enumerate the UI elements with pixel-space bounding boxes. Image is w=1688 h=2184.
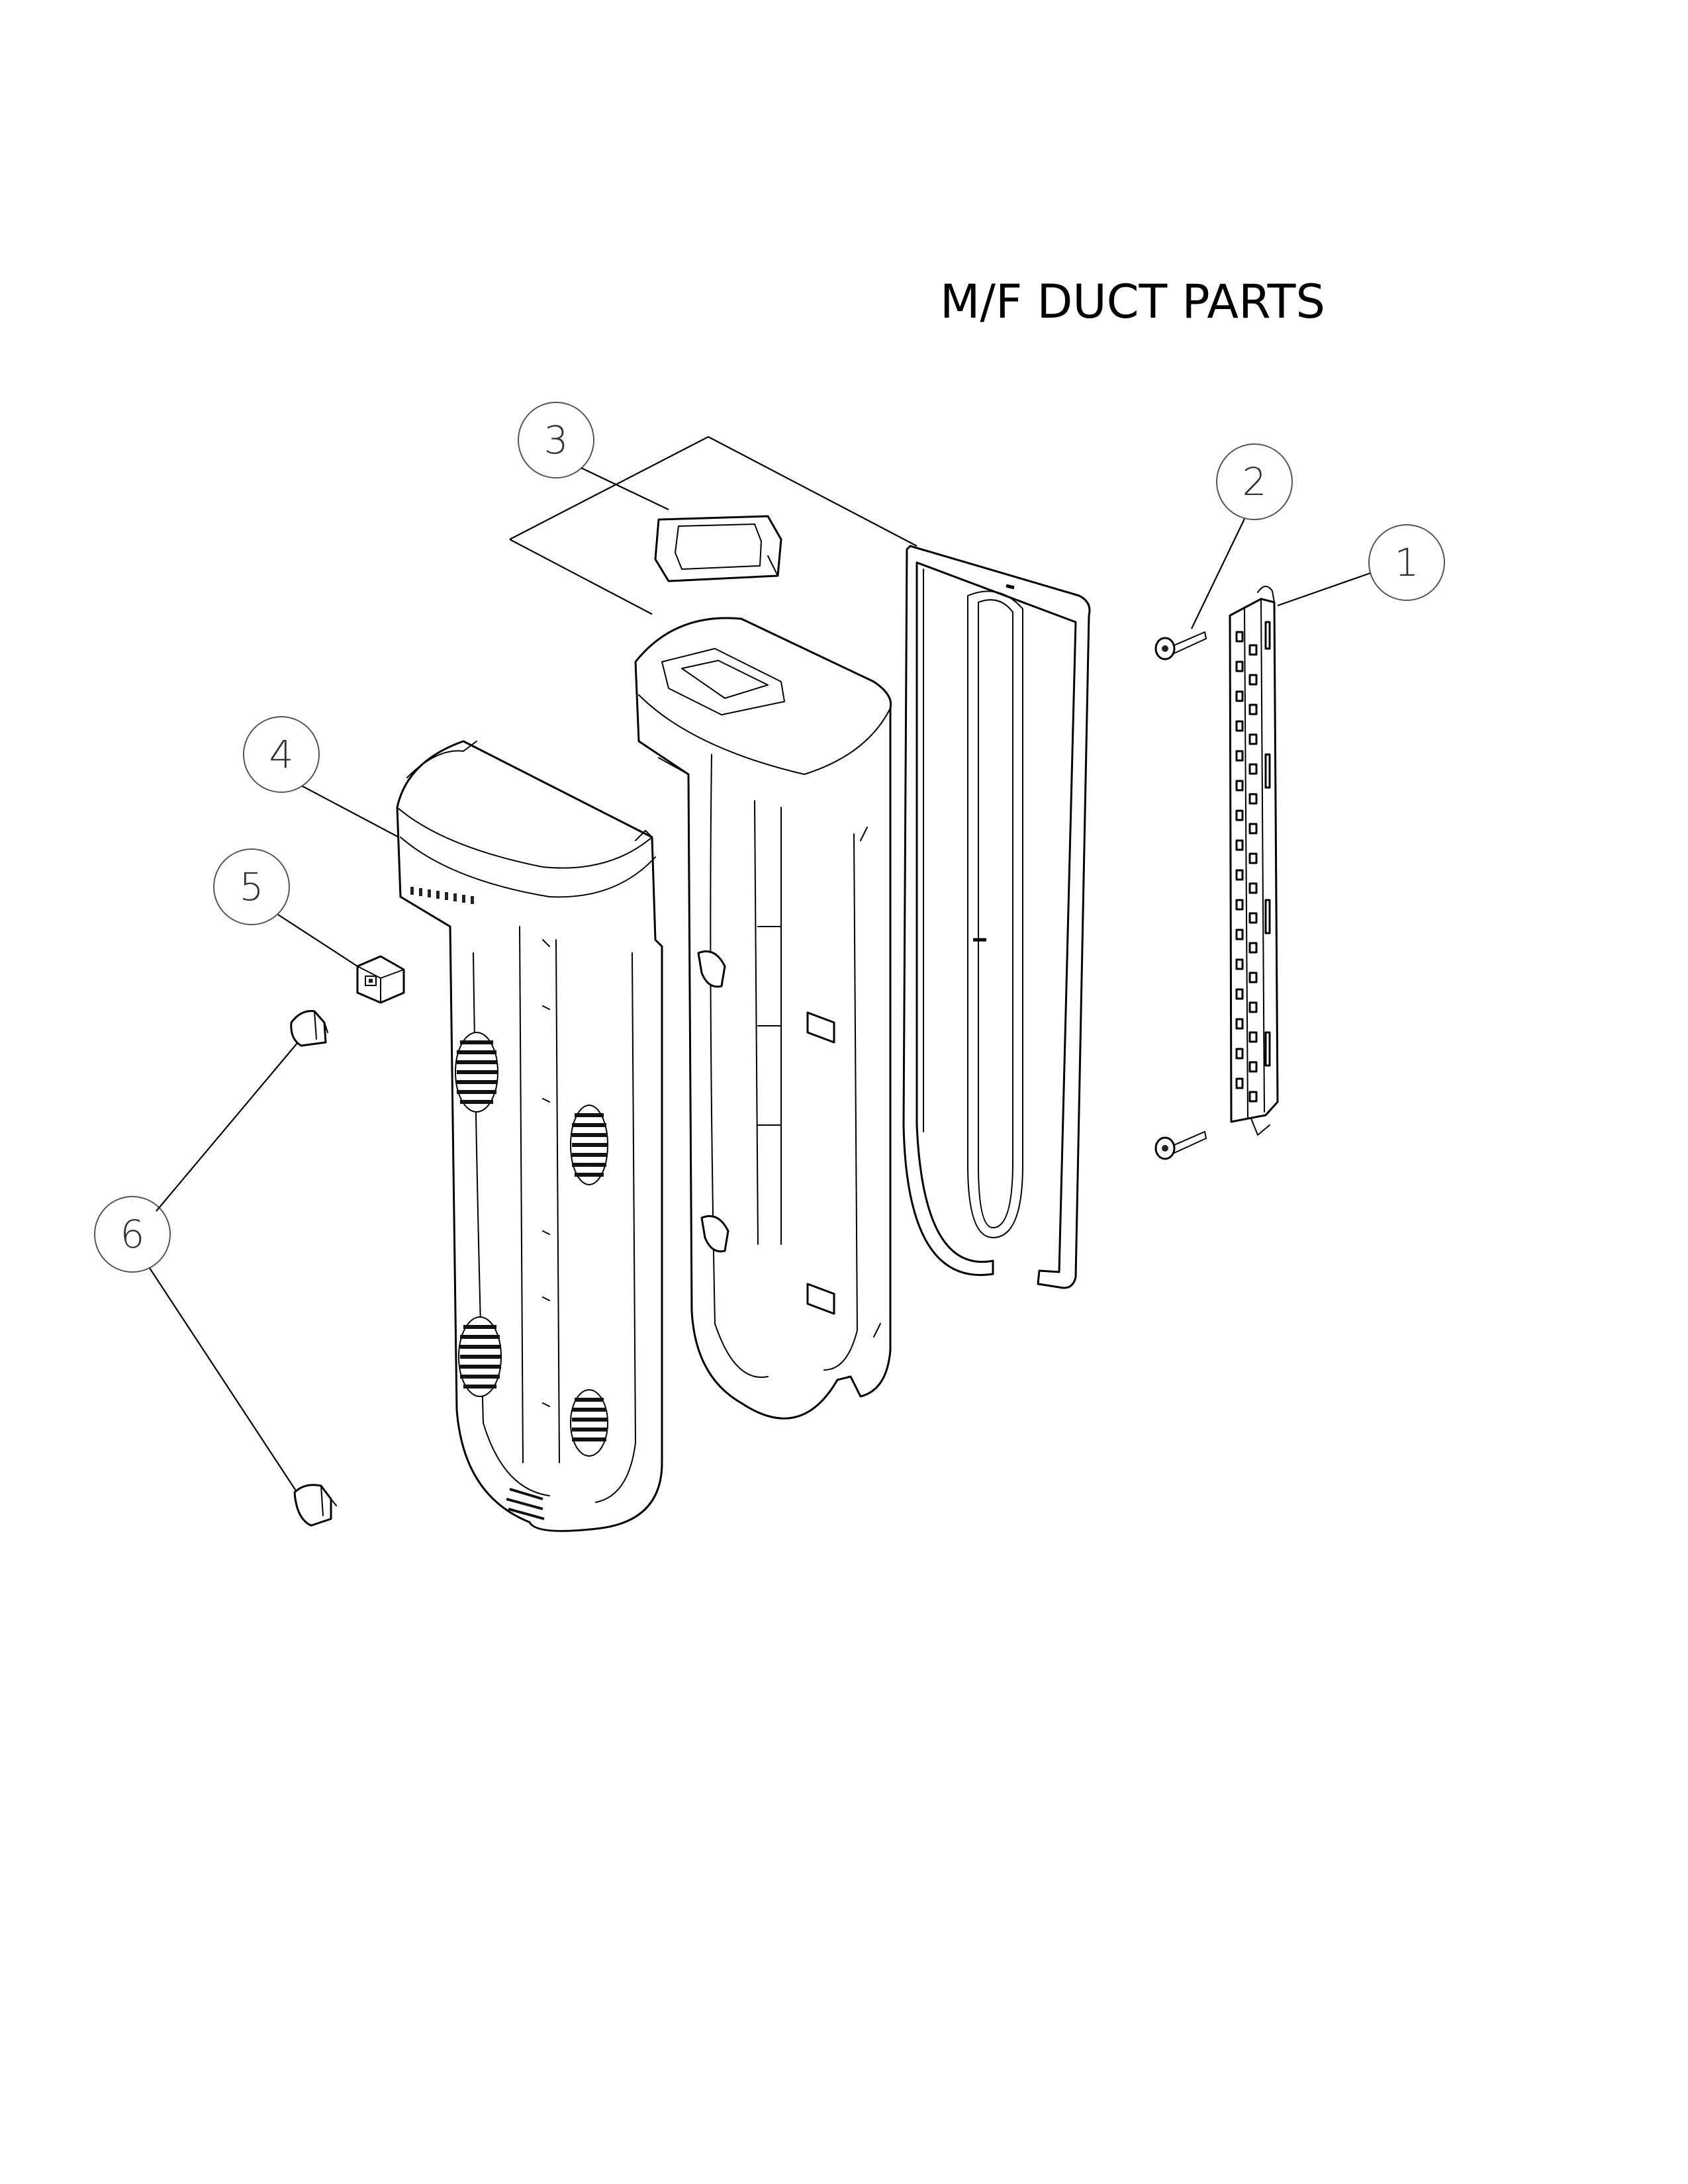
callout-2-label: 2 xyxy=(1243,459,1267,504)
part-6-cap-top xyxy=(290,1010,328,1047)
page-title: M/F DUCT PARTS xyxy=(940,275,1325,329)
callout-1-label: 1 xyxy=(1395,540,1419,585)
callout-6-label: 6 xyxy=(120,1212,145,1257)
callout-6: 6 xyxy=(94,1196,171,1273)
inner-duct xyxy=(634,617,892,1420)
part-1-slotted-rail xyxy=(1229,586,1279,1136)
front-cover-grille-top-left xyxy=(455,1032,498,1113)
callout-4-label: 4 xyxy=(269,732,294,777)
front-cover-vent-slots xyxy=(410,887,474,904)
callout-5: 5 xyxy=(213,848,290,925)
callout-3-label: 3 xyxy=(544,418,569,463)
callout-4: 4 xyxy=(243,716,320,793)
part-5-clip xyxy=(356,955,405,1004)
callout-1: 1 xyxy=(1368,524,1445,601)
callout-2: 2 xyxy=(1216,443,1293,520)
part-6-cap-bottom xyxy=(293,1484,337,1527)
rail-slots xyxy=(1235,621,1271,1103)
part-4-front-cover xyxy=(396,740,663,1532)
part-2-screw-bottom xyxy=(1154,1131,1207,1160)
front-cover-grille-bottom-left xyxy=(458,1316,502,1397)
hairpin-seal xyxy=(902,545,1091,1289)
callout-5-label: 5 xyxy=(240,864,264,909)
front-cover-grille-bottom-right xyxy=(570,1389,608,1457)
part-2-screw-top xyxy=(1154,631,1207,660)
front-cover-grille-top-right xyxy=(570,1105,608,1185)
leader-lines xyxy=(149,436,1371,1496)
callout-3: 3 xyxy=(518,402,594,478)
part-3-gasket xyxy=(654,515,782,582)
